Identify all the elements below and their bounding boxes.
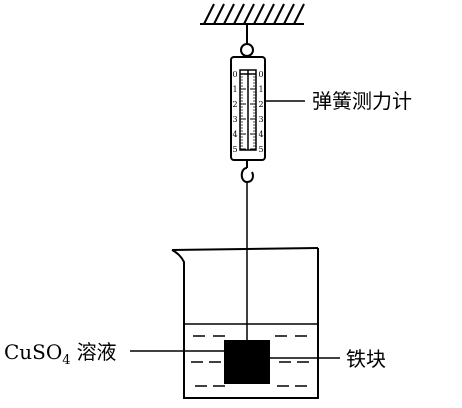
beaker xyxy=(171,248,319,399)
label-solution-formula: CuSO xyxy=(4,340,62,364)
scale-number-left: 1 xyxy=(232,85,237,94)
scale-ticks: 0 0 1 1 2 2 3 3 4 4 5 5 xyxy=(232,70,263,154)
scale-number-right: 5 xyxy=(258,145,263,154)
scale-number-left: 2 xyxy=(232,100,237,109)
scale-hook xyxy=(240,160,254,184)
scale-number-right: 3 xyxy=(258,115,263,124)
spring-scale: 0 0 1 1 2 2 3 3 4 4 5 5 xyxy=(230,56,266,161)
scale-top-ring xyxy=(240,43,254,57)
scale-number-right: 0 xyxy=(258,70,263,79)
scale-number-right: 2 xyxy=(258,100,263,109)
label-solution: CuSO4 溶液 xyxy=(4,340,117,368)
label-iron-block: 铁块 xyxy=(346,347,386,371)
ceiling-support xyxy=(200,3,305,25)
beaker-rim xyxy=(171,247,319,251)
label-solution-subscript: 4 xyxy=(62,353,70,368)
liquid-dashes xyxy=(191,335,309,387)
label-solution-word: 溶液 xyxy=(77,340,117,364)
label-spring-scale: 弹簧测力计 xyxy=(312,89,412,113)
scale-number-left: 0 xyxy=(232,70,237,79)
scale-number-left: 3 xyxy=(232,115,237,124)
scale-number-right: 4 xyxy=(258,130,263,139)
scale-number-left: 4 xyxy=(232,130,237,139)
scale-number-left: 5 xyxy=(232,145,237,154)
iron-block xyxy=(224,340,270,384)
scale-number-right: 1 xyxy=(258,85,263,94)
